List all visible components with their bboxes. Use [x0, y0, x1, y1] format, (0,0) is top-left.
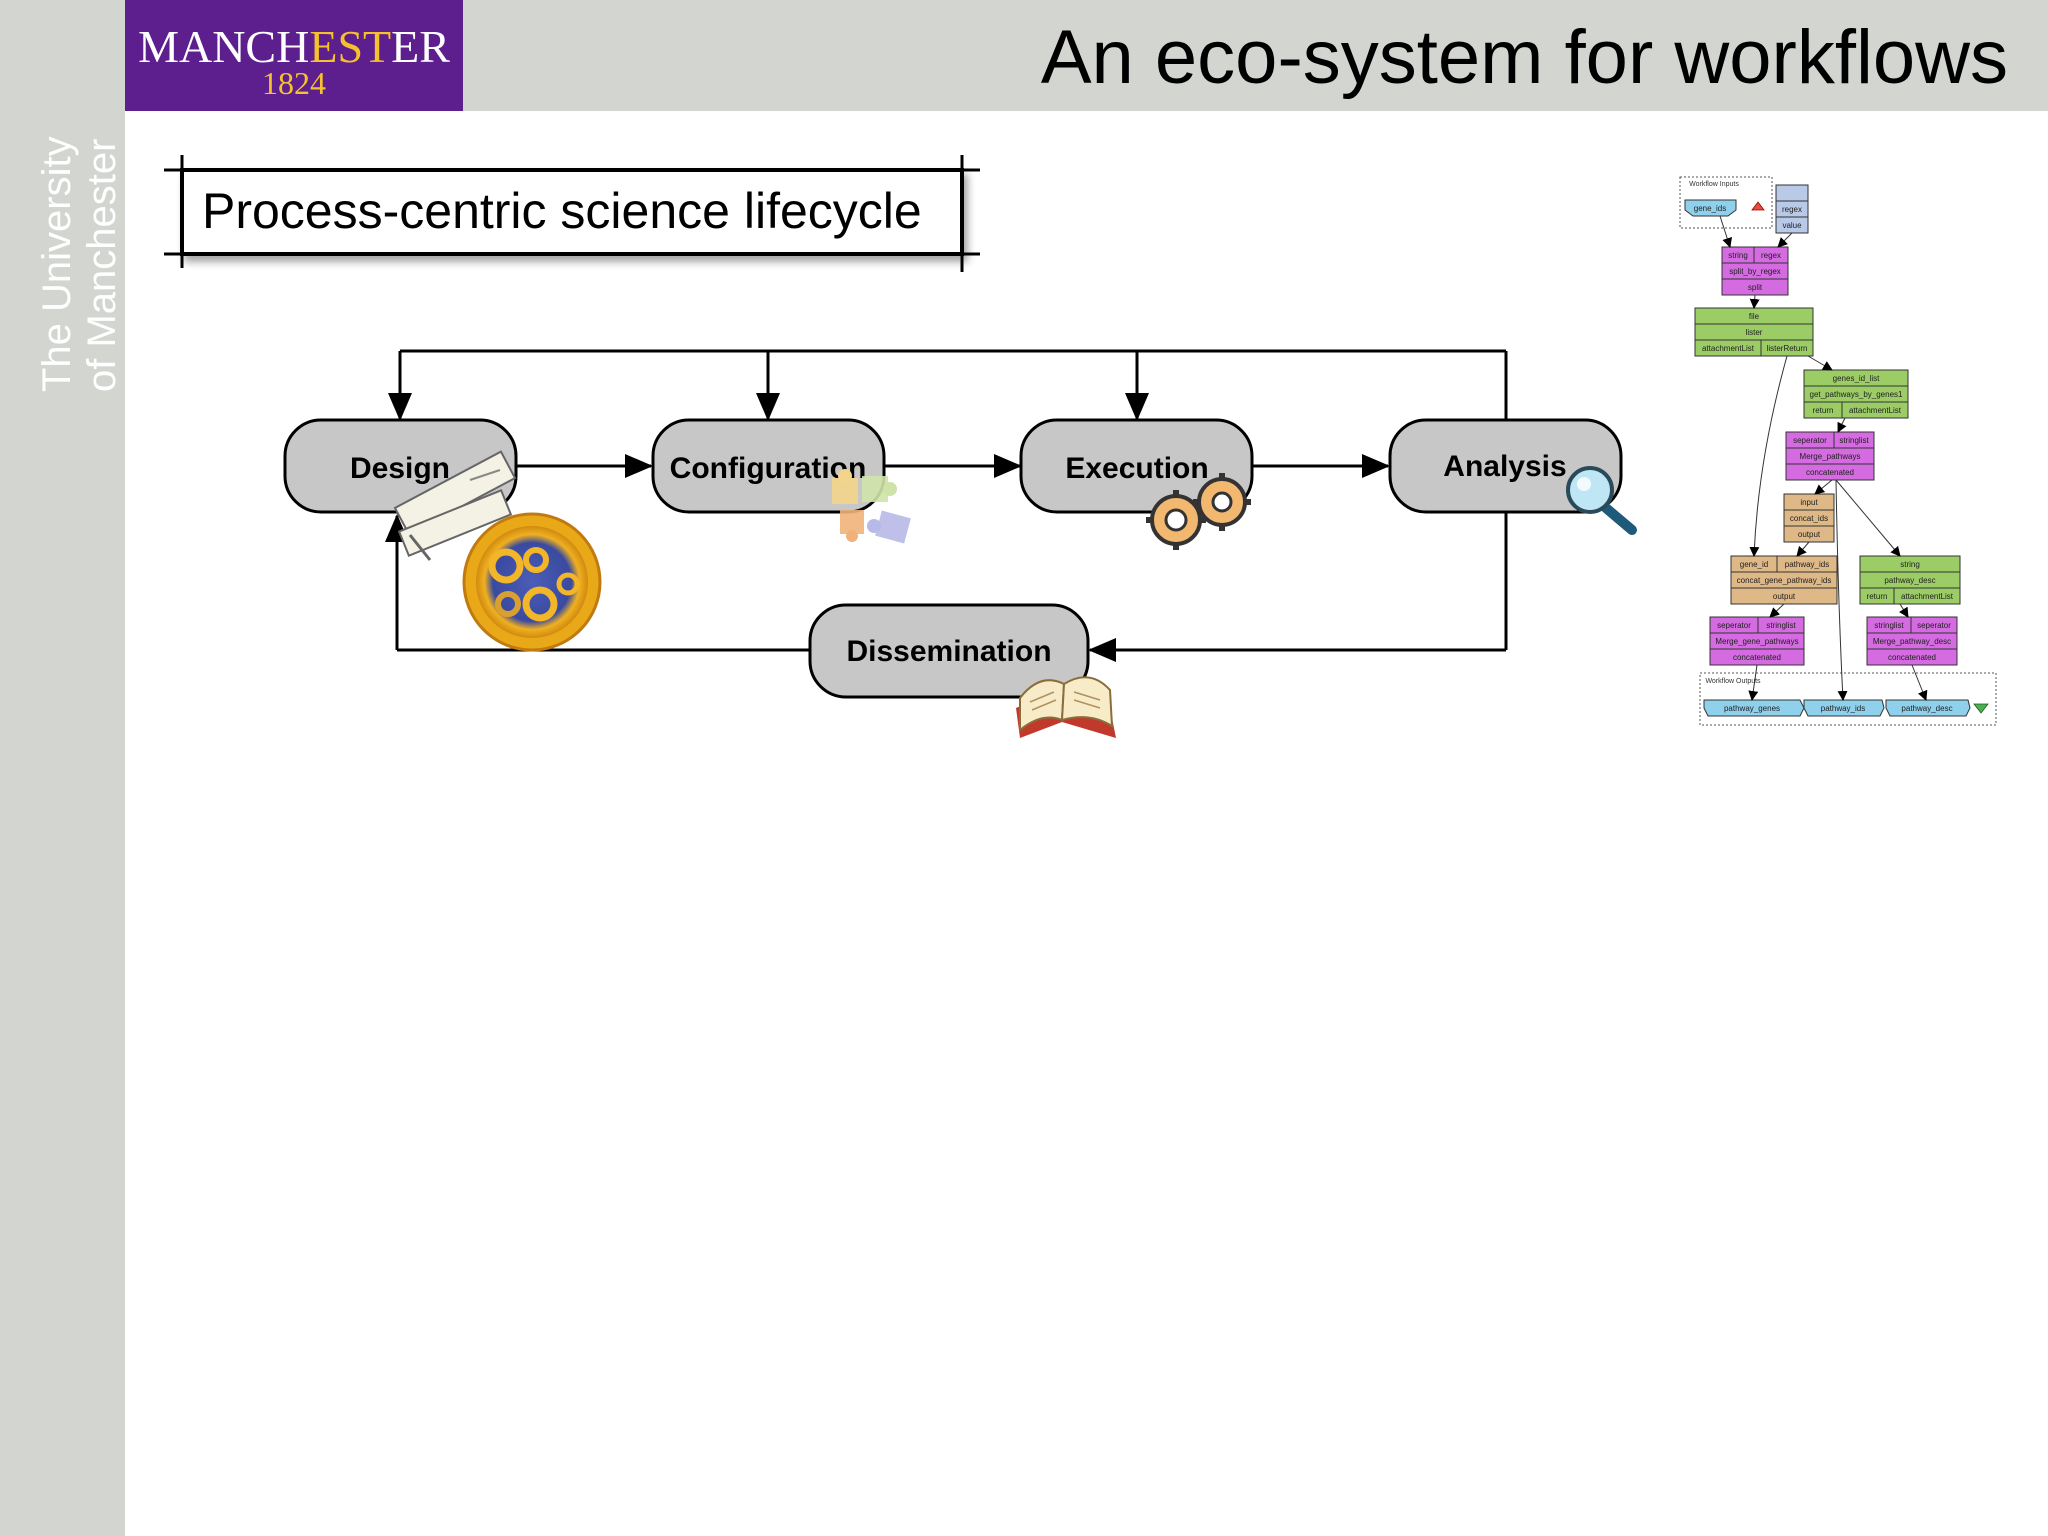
- wf-mergep-list: stringlist: [1839, 436, 1869, 445]
- wf-mergeg-sep: seperator: [1717, 621, 1751, 630]
- lifecycle-heading: Process-centric science lifecycle: [202, 183, 922, 239]
- wf-mergep-sep: seperator: [1793, 436, 1827, 445]
- university-vertical-text: The University of Manchester: [35, 136, 124, 392]
- workflow-connectors: [1719, 215, 1928, 701]
- stage-configuration: Configuration: [651, 418, 886, 514]
- wf-output-pathway-ids: pathway_ids: [1821, 704, 1865, 713]
- puzzle-pieces-icon: [832, 469, 911, 544]
- gear-medallion-icon: [462, 512, 602, 652]
- vertical-text-line2: of Manchester: [80, 139, 124, 392]
- stage-design-label: Design: [350, 452, 450, 485]
- wf-pdesc-in: string: [1900, 560, 1920, 569]
- wf-merged-name: Merge_pathway_desc: [1873, 637, 1951, 646]
- wf-concatids-out: output: [1798, 530, 1821, 539]
- wf-pdesc-name: pathway_desc: [1884, 576, 1935, 585]
- logo-wordmark: MANCHESTER: [138, 21, 450, 72]
- wf-output-pathway-desc: pathway_desc: [1901, 704, 1952, 713]
- sidebar-band: [0, 0, 125, 1536]
- workflow-outputs-label: Workflow Outputs: [1705, 678, 1761, 685]
- wf-lister-out2: listerReturn: [1767, 344, 1808, 353]
- workflow-inputs-label: Workflow Inputs: [1689, 181, 1739, 188]
- magnifying-glass-icon: [1566, 466, 1637, 535]
- wf-concatids-name: concat_ids: [1790, 514, 1828, 523]
- wf-pdesc-out2: attachmentList: [1901, 592, 1954, 601]
- wf-concatgene-in1: gene_id: [1740, 560, 1768, 569]
- wf-pdesc-out1: return: [1867, 592, 1888, 601]
- vertical-text-line1: The University: [35, 136, 79, 392]
- wf-lister-name: lister: [1746, 328, 1763, 337]
- wf-getpath-in: genes_id_list: [1833, 374, 1880, 383]
- wf-split-string: string: [1728, 251, 1748, 260]
- stage-execution: Execution: [1019, 418, 1254, 514]
- workflow-diagram: Workflow Inputs gene_ids regex value str…: [1679, 176, 1997, 726]
- cogs-icon: [1146, 473, 1251, 550]
- wf-merged-list: stringlist: [1874, 621, 1904, 630]
- wf-split-regex: regex: [1761, 251, 1781, 260]
- wf-input-gene-ids: gene_ids: [1694, 204, 1726, 213]
- stage-dissemination-label: Dissemination: [846, 635, 1051, 668]
- wf-concatgene-name: concat_gene_pathway_ids: [1737, 576, 1832, 585]
- slide-title: An eco-system for workflows: [1040, 15, 2008, 100]
- drafting-ruler-icon: [393, 450, 517, 561]
- wf-mergeg-name: Merge_gene_pathways: [1715, 637, 1798, 646]
- wf-mergep-name: Merge_pathways: [1800, 452, 1861, 461]
- wf-merged-out: concatenated: [1888, 653, 1936, 662]
- wf-getpath-name: get_pathways_by_genes1: [1810, 390, 1904, 399]
- wf-mergeg-out: concatenated: [1733, 653, 1781, 662]
- stage-analysis: Analysis: [1388, 418, 1623, 514]
- university-logo: MANCHESTER 1824: [125, 0, 463, 111]
- wf-split-name: split_by_regex: [1729, 267, 1781, 276]
- wf-concatgene-in2: pathway_ids: [1785, 560, 1829, 569]
- workflow-inputs-box: [1679, 176, 1773, 229]
- wf-mergep-out: concatenated: [1806, 468, 1854, 477]
- lifecycle-bottom-loop: [385, 512, 1508, 662]
- lifecycle-heading-box: Process-centric science lifecycle: [164, 155, 980, 272]
- open-book-icon: [1016, 676, 1116, 738]
- wf-split-out: split: [1748, 283, 1763, 292]
- stage-execution-label: Execution: [1065, 452, 1208, 485]
- wf-getpath-out2: attachmentList: [1849, 406, 1902, 415]
- workflow-outputs-box: [1699, 672, 1997, 726]
- wf-mergeg-list: stringlist: [1766, 621, 1796, 630]
- wf-concatgene-out: output: [1773, 592, 1796, 601]
- wf-merged-sep: seperator: [1917, 621, 1951, 630]
- lifecycle-top-feedback: [388, 349, 1508, 421]
- stage-analysis-label: Analysis: [1443, 450, 1566, 483]
- wf-lister-out1: attachmentList: [1702, 344, 1755, 353]
- wf-regex: regex: [1782, 205, 1802, 214]
- wf-concatids-in: input: [1800, 498, 1818, 507]
- wf-output-pathway-genes: pathway_genes: [1724, 704, 1780, 713]
- wf-getpath-out1: return: [1813, 406, 1834, 415]
- wf-regex-value: value: [1782, 221, 1802, 230]
- wf-lister-file: file: [1749, 312, 1760, 321]
- logo-year: 1824: [262, 65, 326, 101]
- stage-dissemination: Dissemination: [808, 603, 1090, 699]
